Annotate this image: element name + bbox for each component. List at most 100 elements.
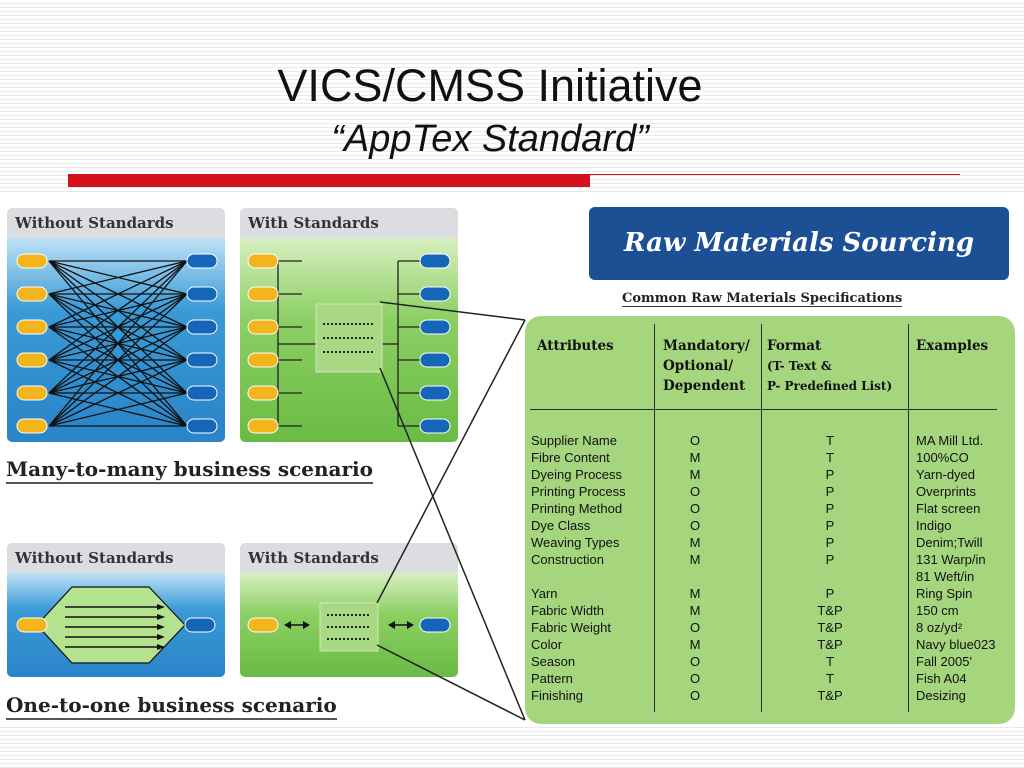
table-row: Fabric Width M T&P 150 cm [525, 602, 1015, 619]
connector-line [379, 301, 526, 321]
panel-header: With Standards [240, 208, 458, 238]
supplier-node [16, 319, 48, 335]
requirement-cell: M [689, 552, 701, 567]
attribute-cell: Pattern [531, 671, 573, 686]
example-cell: Yarn-dyed [916, 467, 976, 482]
one-to-one-hub-diagram [247, 602, 451, 652]
connection-line [48, 260, 188, 295]
title-accent-line [590, 174, 960, 175]
buyer-node [186, 385, 218, 401]
buyer-node [186, 286, 218, 302]
buyer-node [419, 286, 451, 302]
connection-line [48, 326, 188, 427]
format-cell: T [826, 671, 834, 686]
format-cell: T&P [817, 688, 843, 703]
attribute-cell: Yarn [531, 586, 558, 601]
panel-body [240, 238, 458, 442]
one-to-one-diagram [16, 586, 216, 664]
example-cell: Indigo [916, 518, 952, 533]
title-accent-bar [68, 174, 590, 187]
format-cell: P [825, 535, 835, 550]
format-cell: T&P [817, 620, 843, 635]
many-without-standards-panel: Without Standards [7, 208, 225, 442]
attribute-cell: Dyeing Process [531, 467, 623, 482]
panel-body [7, 573, 225, 677]
column-divider [654, 324, 655, 712]
buyer-node [186, 253, 218, 269]
table-row: Supplier Name O T MA Mill Ltd. [525, 432, 1015, 449]
connector-line [376, 319, 526, 604]
example-cell: 131 Warp/in [916, 552, 986, 567]
attribute-cell: Weaving Types [531, 535, 620, 550]
column-divider [908, 324, 909, 712]
arrow-head [388, 621, 395, 629]
format-cell: P [825, 518, 835, 533]
example-cell: Ring Spin [916, 586, 973, 601]
arrow-head [157, 644, 165, 650]
attribute-cell: Construction [531, 552, 604, 567]
format-cell: P [825, 501, 835, 516]
connection-line [48, 260, 188, 394]
format-cell: T [826, 433, 834, 448]
format-cell: T [826, 450, 834, 465]
table-title: Common Raw Materials Specifications [622, 291, 903, 307]
arrow-head [407, 621, 414, 629]
arrow-head [157, 634, 165, 640]
attribute-cell: Color [531, 637, 563, 652]
example-cell: MA Mill Ltd. [916, 433, 984, 448]
supplier-node [16, 352, 48, 368]
connector-line [379, 367, 526, 721]
format-cell: T [826, 654, 834, 669]
supplier-node [247, 319, 279, 335]
header-attributes: Attributes [537, 338, 614, 354]
attribute-cell: Season [531, 654, 576, 669]
hub-diagram [247, 253, 451, 434]
example-cell: 8 oz/yd² [916, 620, 963, 635]
specifications-table: Attributes Mandatory/ Optional/ Dependen… [525, 316, 1015, 724]
requirement-cell: O [689, 433, 701, 448]
supplier-node [247, 352, 279, 368]
panel-header: Without Standards [7, 208, 225, 238]
requirement-cell: O [689, 484, 701, 499]
example-cell: Fish A04 [916, 671, 967, 686]
attribute-cell: Supplier Name [531, 433, 617, 448]
attribute-cell: Finishing [531, 688, 584, 703]
panel-header: Without Standards [7, 543, 225, 573]
requirement-cell: O [689, 688, 701, 703]
example-cell: Overprints [916, 484, 976, 499]
many-with-standards-panel: With Standards [240, 208, 458, 442]
table-row: Construction M P 131 Warp/in [525, 551, 1015, 568]
format-cell: T&P [817, 603, 843, 618]
buyer-node [419, 418, 451, 434]
connector-line [376, 644, 526, 721]
header-mandatory: Mandatory/ Optional/ Dependent [663, 338, 750, 394]
attribute-cell: Fibre Content [531, 450, 610, 465]
format-cell: P [825, 552, 835, 567]
arrow-head [157, 614, 165, 620]
raw-materials-banner: Raw Materials Sourcing [589, 207, 1009, 280]
example-cell: Desizing [916, 688, 966, 703]
attribute-cell: Dye Class [531, 518, 591, 533]
supplier-node [247, 253, 279, 269]
header-format: Format [767, 338, 822, 354]
example-cell: 150 cm [916, 603, 959, 618]
requirement-cell: M [689, 603, 701, 618]
header-format-legend: (T- Text & P- Predefined List) [767, 359, 893, 393]
slide-title: VICS/CMSS Initiative [277, 60, 703, 111]
connection-line [48, 392, 188, 427]
supplier-node [247, 418, 279, 434]
arrow-head [157, 604, 165, 610]
example-cell: 81 Weft/in [916, 569, 975, 584]
buyer-node [186, 418, 218, 434]
one-to-one-caption: One-to-one business scenario [6, 693, 337, 720]
table-row: Finishing O T&P Desizing [525, 687, 1015, 704]
attribute-cell: Fabric Width [531, 603, 604, 618]
